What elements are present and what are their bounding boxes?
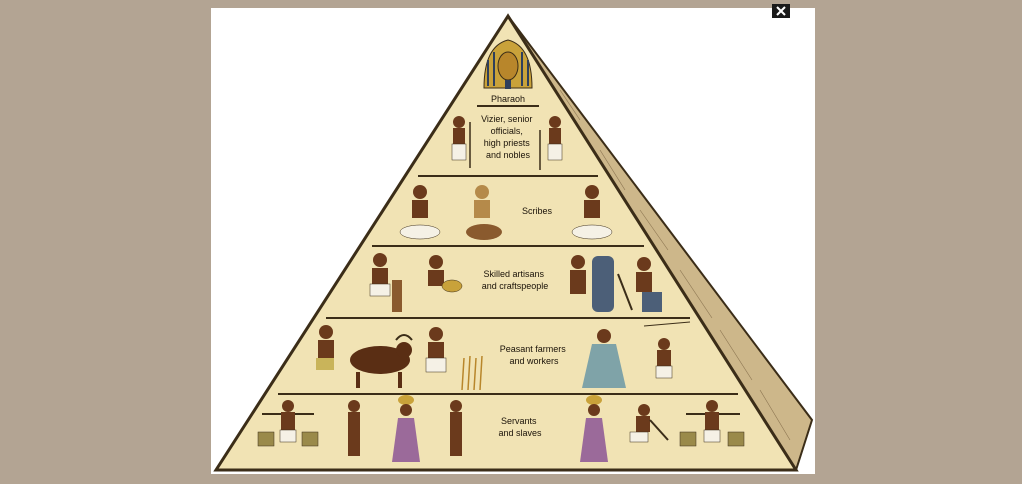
laborer-pick-icon (629, 404, 669, 443)
pharaoh-mask-icon (483, 39, 533, 89)
close-icon (776, 6, 786, 16)
sower-woman-icon (582, 329, 626, 388)
tier-label-scribes: Scribes (522, 206, 553, 216)
servant-figure-4-icon (450, 400, 462, 456)
noble-figure-right-icon (539, 116, 563, 170)
porter-figure-2-icon (679, 400, 745, 447)
grape-picker-icon (643, 321, 691, 379)
artisan-figure-2-icon (428, 255, 463, 293)
tier-scribes: Scribes (399, 185, 613, 240)
tier-artisans: Skilled artisans and craftspeople (369, 253, 662, 312)
noble-figure-left-icon (451, 116, 471, 168)
pyramid-side-hatching (559, 89, 791, 441)
artisan-weaver-icon (617, 257, 662, 312)
scribe-figure-3-icon (571, 185, 613, 240)
artisan-statue-icon (570, 255, 614, 312)
tier-servants: Servants and slaves (257, 395, 745, 462)
tier-dividers (278, 105, 738, 395)
porter-figure-1-icon (257, 400, 319, 447)
servant-woman-jar-icon (392, 395, 420, 462)
tier-label-officials: Vizier, senior officials, high priests a… (481, 114, 535, 160)
tier-label-farmers: Peasant farmers and workers (500, 344, 569, 366)
servant-figure-2-icon (348, 400, 360, 456)
tier-pharaoh: Pharaoh (483, 39, 533, 104)
artisan-figure-1-icon (369, 253, 402, 312)
tier-label-artisans: Skilled artisans and craftspeople (482, 269, 549, 291)
tier-officials: Vizier, senior officials, high priests a… (451, 114, 563, 170)
tier-label-pharaoh: Pharaoh (491, 94, 525, 104)
close-button[interactable] (772, 4, 790, 18)
tier-label-servants: Servants and slaves (498, 416, 542, 438)
scribe-figure-1-icon (399, 185, 441, 240)
servant-woman-right-icon (580, 395, 608, 462)
scribe-figure-2-icon (466, 185, 502, 240)
tier-farmers: Peasant farmers and workers (316, 321, 691, 391)
harvester-icon (425, 327, 483, 391)
plowing-farmer-icon (316, 325, 334, 370)
ox-icon (350, 334, 413, 388)
